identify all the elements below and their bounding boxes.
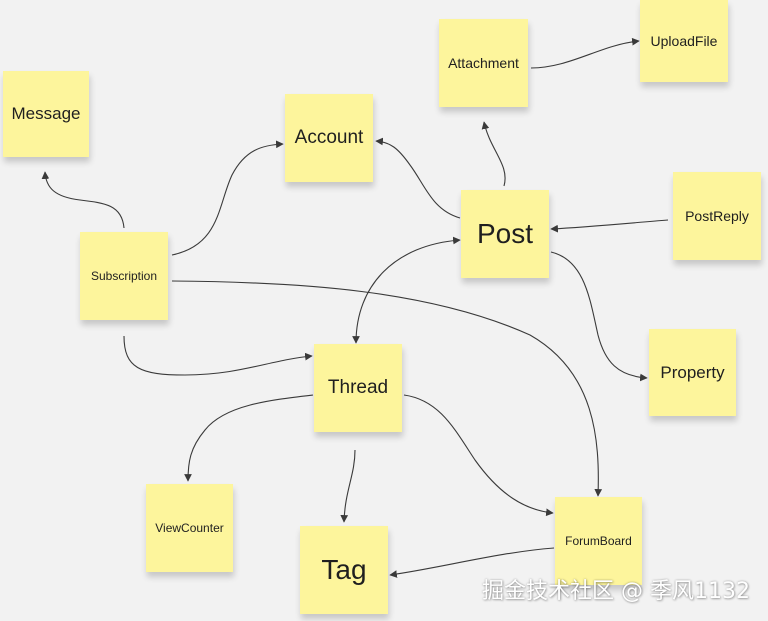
- arrow-post-to-property: [550, 251, 648, 382]
- note-message[interactable]: Message: [3, 71, 89, 157]
- note-thread[interactable]: Thread: [314, 344, 402, 432]
- note-subscription-label: Subscription: [90, 269, 158, 283]
- note-uploadfile[interactable]: UploadFile: [640, 0, 728, 82]
- note-forumboard[interactable]: ForumBoard: [555, 497, 642, 585]
- note-attachment[interactable]: Attachment: [439, 19, 528, 107]
- note-tag[interactable]: Tag: [300, 526, 388, 614]
- arrow-thread-post-bidirectional: [352, 236, 461, 344]
- note-account-label: Account: [294, 127, 364, 148]
- note-postreply[interactable]: PostReply: [673, 172, 761, 260]
- arrow-thread-to-forumboard: [403, 394, 554, 517]
- note-account[interactable]: Account: [285, 94, 373, 182]
- arrow-forumboard-to-tag: [389, 547, 555, 578]
- note-post[interactable]: Post: [461, 190, 549, 278]
- note-post-label: Post: [476, 218, 534, 249]
- note-forumboard-label: ForumBoard: [565, 534, 632, 548]
- arrow-subscription-to-account: [171, 140, 284, 256]
- arrow-subscription-to-message: [41, 171, 125, 229]
- note-uploadfile-label: UploadFile: [650, 33, 718, 49]
- note-viewcounter[interactable]: ViewCounter: [146, 484, 233, 572]
- arrow-post-to-attachment: [481, 121, 506, 187]
- watermark-text: 掘金技术社区 @ 季风1132: [482, 579, 750, 604]
- arrow-post-to-account: [375, 137, 461, 219]
- note-subscription[interactable]: Subscription: [80, 232, 168, 320]
- note-property-label: Property: [660, 362, 725, 382]
- note-thread-label: Thread: [327, 377, 389, 398]
- note-property[interactable]: Property: [649, 329, 736, 416]
- arrow-postreply-to-post: [550, 219, 669, 233]
- arrow-thread-to-viewcounter: [184, 394, 314, 482]
- note-postreply-label: PostReply: [685, 208, 749, 224]
- note-message-label: Message: [11, 104, 81, 123]
- note-viewcounter-label: ViewCounter: [155, 521, 224, 535]
- arrow-thread-to-tag: [340, 449, 356, 523]
- note-attachment-label: Attachment: [448, 55, 519, 71]
- arrow-subscription-to-thread: [123, 335, 313, 376]
- note-tag-label: Tag: [321, 554, 367, 585]
- arrow-attachment-to-uploadfile: [530, 37, 640, 69]
